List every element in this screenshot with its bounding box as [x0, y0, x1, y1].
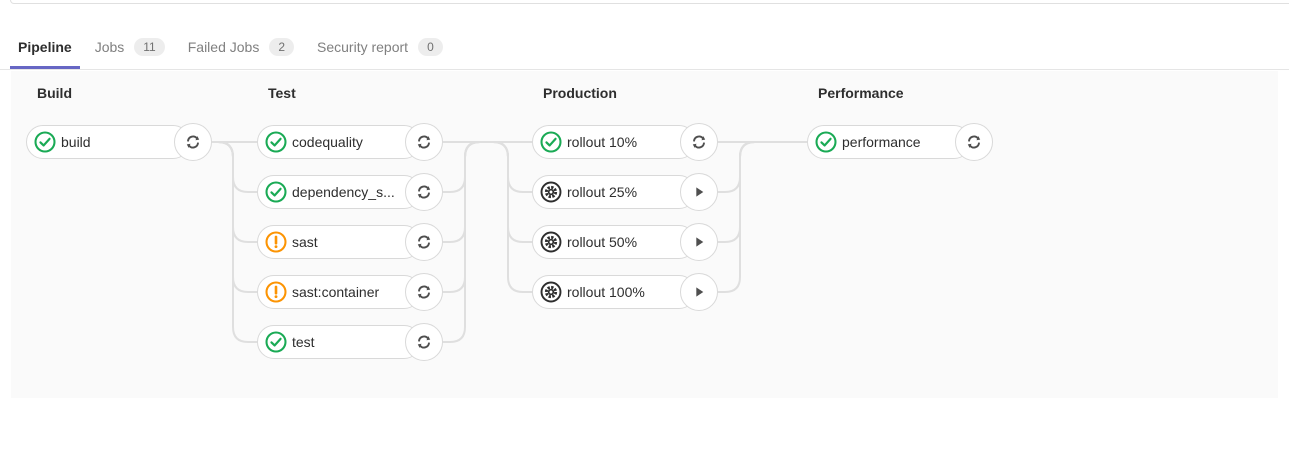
job-label: sast:container: [292, 284, 380, 300]
job-pill[interactable]: codequality: [257, 125, 421, 159]
job-performance[interactable]: performance: [807, 122, 993, 162]
play-button[interactable]: [680, 273, 718, 311]
check-circle-icon: [265, 181, 287, 203]
job-label: performance: [842, 134, 921, 150]
job-label: rollout 50%: [567, 234, 638, 250]
gear-circle-icon: [540, 281, 562, 303]
stage-performance: Performance performance: [807, 71, 993, 398]
exclamation-circle-icon: [265, 281, 287, 303]
job-label: sast: [292, 234, 318, 250]
play-icon: [691, 284, 707, 300]
tab-security-report[interactable]: Security report 0: [309, 28, 451, 69]
stage-production: Production rollout 10% rollout 25% rollo…: [532, 71, 718, 398]
retry-button[interactable]: [405, 323, 443, 361]
play-button[interactable]: [680, 223, 718, 261]
retry-icon: [415, 133, 433, 151]
job-label: dependency_s...: [292, 184, 395, 200]
job-dependency-s[interactable]: dependency_s...: [257, 172, 443, 212]
retry-button[interactable]: [405, 173, 443, 211]
job-pill[interactable]: sast: [257, 225, 421, 259]
tab-badge: 0: [418, 38, 443, 56]
retry-icon: [184, 133, 202, 151]
job-rollout-50[interactable]: rollout 50%: [532, 222, 718, 262]
stage-connectors-lines: [212, 141, 807, 343]
check-circle-icon: [265, 331, 287, 353]
job-label: test: [292, 334, 315, 350]
job-sast-container[interactable]: sast:container: [257, 272, 443, 312]
job-pill[interactable]: build: [26, 125, 190, 159]
job-pill[interactable]: rollout 100%: [532, 275, 696, 309]
job-codequality[interactable]: codequality: [257, 122, 443, 162]
retry-button[interactable]: [405, 223, 443, 261]
job-rollout-25[interactable]: rollout 25%: [532, 172, 718, 212]
job-pill[interactable]: rollout 50%: [532, 225, 696, 259]
play-button[interactable]: [680, 173, 718, 211]
tab-label: Security report: [317, 39, 409, 55]
play-icon: [691, 184, 707, 200]
check-circle-icon: [265, 131, 287, 153]
stage-title: Production: [543, 85, 617, 101]
tab-label: Jobs: [94, 39, 125, 55]
tab-badge: 11: [134, 38, 165, 56]
job-pill[interactable]: rollout 10%: [532, 125, 696, 159]
retry-icon: [965, 133, 983, 151]
job-pill[interactable]: rollout 25%: [532, 175, 696, 209]
job-pill[interactable]: performance: [807, 125, 971, 159]
exclamation-circle-icon: [265, 231, 287, 253]
content-box-bottom-edge: [10, 0, 1289, 4]
job-pill[interactable]: sast:container: [257, 275, 421, 309]
tab-failed-jobs[interactable]: Failed Jobs 2: [180, 28, 302, 69]
job-label: rollout 25%: [567, 184, 638, 200]
retry-button[interactable]: [405, 273, 443, 311]
check-circle-icon: [34, 131, 56, 153]
job-label: rollout 10%: [567, 134, 638, 150]
tab-pipeline[interactable]: Pipeline: [10, 28, 80, 69]
retry-button[interactable]: [405, 123, 443, 161]
play-icon: [691, 234, 707, 250]
retry-icon: [415, 233, 433, 251]
pipeline-tabs: Pipeline Jobs 11 Failed Jobs 2 Security repor…: [0, 28, 1289, 70]
stage-title: Test: [268, 85, 296, 101]
stage-title: Performance: [818, 85, 904, 101]
tab-jobs[interactable]: Jobs 11: [87, 28, 173, 69]
stage-test: Test codequality dependency_s... sast sa…: [257, 71, 443, 398]
check-circle-icon: [815, 131, 837, 153]
gear-circle-icon: [540, 231, 562, 253]
tab-label: Failed Jobs: [187, 39, 260, 55]
job-pill[interactable]: dependency_s...: [257, 175, 421, 209]
stage-title: Build: [37, 85, 72, 101]
tab-label: Pipeline: [18, 39, 72, 55]
retry-icon: [415, 333, 433, 351]
check-circle-icon: [540, 131, 562, 153]
stage-build: Build build: [26, 71, 212, 398]
job-pill[interactable]: test: [257, 325, 421, 359]
job-test[interactable]: test: [257, 322, 443, 362]
pipeline-graph: Build build Test codequality dependency_…: [11, 71, 1278, 398]
retry-icon: [415, 183, 433, 201]
retry-button[interactable]: [680, 123, 718, 161]
job-sast[interactable]: sast: [257, 222, 443, 262]
job-build[interactable]: build: [26, 122, 212, 162]
retry-icon: [415, 283, 433, 301]
tab-badge: 2: [269, 38, 295, 56]
retry-button[interactable]: [174, 123, 212, 161]
retry-icon: [690, 133, 708, 151]
job-label: rollout 100%: [567, 284, 645, 300]
job-rollout-100[interactable]: rollout 100%: [532, 272, 718, 312]
retry-button[interactable]: [955, 123, 993, 161]
gear-circle-icon: [540, 181, 562, 203]
job-label: codequality: [292, 134, 363, 150]
job-rollout-10[interactable]: rollout 10%: [532, 122, 718, 162]
job-label: build: [61, 134, 91, 150]
